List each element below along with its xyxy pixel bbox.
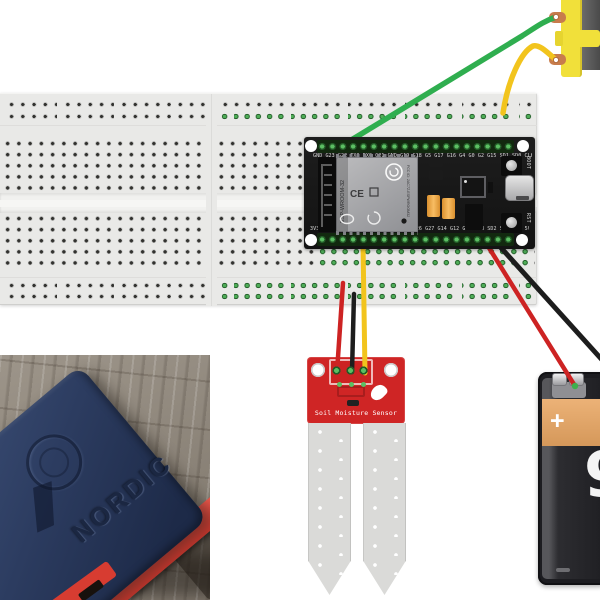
dc-motor-shaft-nub	[555, 31, 563, 46]
sensor-pad	[337, 382, 342, 387]
sensor-pad	[361, 382, 366, 387]
sensor-connector-lower	[337, 386, 365, 397]
module-castellated-pads-bottom	[336, 231, 418, 235]
transistor	[429, 157, 443, 167]
breadboard-divider-bottom	[0, 277, 537, 278]
weee-bin-icon	[369, 187, 379, 197]
espressif-oval-logo-icon	[339, 213, 355, 225]
module-name-text: ESP-WROOM-32	[340, 180, 346, 223]
sensor-pin-sig	[359, 366, 368, 375]
ce-mark-text: CE	[350, 189, 364, 200]
breadboard-rail-group-gaps	[6, 100, 532, 121]
micro-usb-port	[505, 175, 534, 201]
smd-component	[488, 182, 493, 193]
esp32-pin-labels-bottom: 3V3 EN VP VN G34 G35 G32 G33 G25 G26 G27…	[310, 226, 529, 232]
red-wire-esp32-to-battery	[483, 240, 578, 389]
dc-motor-mount-tab	[574, 30, 600, 47]
esp32-antenna	[318, 157, 336, 232]
yellow-wire-esp32-to-sensor	[360, 240, 368, 376]
espressif-wifi-logo-icon	[385, 163, 403, 181]
nordic-box-photo: NORDIC	[0, 355, 210, 600]
chip-die	[462, 178, 484, 196]
red-wire-rail-to-sensor	[334, 280, 346, 375]
sensor-prong-right	[363, 423, 406, 595]
sensor-pin-vcc	[332, 366, 341, 375]
usb-slot	[516, 196, 529, 200]
esp32-pin-header-bottom	[317, 233, 514, 246]
esp32-devkit-board: GND G23 G22 TX0 RX0 G21 GND G19 G18 G5 G…	[304, 137, 535, 249]
yellow-wire-motor-to-rail	[500, 42, 559, 116]
voltage-regulator	[465, 204, 483, 230]
reset-button-label: RST	[525, 213, 531, 223]
esp-wroom-32-module: ESP-WROOM-32 CE FCC ID: 2AC7Z-ESPWROOM32	[336, 157, 418, 232]
green-wire-motor-to-esp32	[345, 14, 559, 145]
breadboard-channel-groove	[0, 200, 537, 207]
esp32-mount-hole	[305, 234, 317, 246]
motor-terminal-hole-bottom	[552, 56, 560, 64]
black-wire-rail-to-sensor	[349, 291, 357, 375]
antenna-trace	[321, 164, 332, 227]
sensor-pad	[349, 382, 354, 387]
sensor-mount-hole-right	[384, 363, 398, 377]
sensor-pin-gnd	[346, 366, 355, 375]
breadboard-grid-lower-connected	[317, 246, 533, 269]
espressif-wifi-logo-inner	[389, 167, 399, 177]
battery-wire-junction-dot	[571, 382, 579, 390]
esp32-mount-hole	[516, 234, 528, 246]
capacitor	[442, 198, 455, 219]
esp32-mount-hole	[305, 140, 317, 152]
capacitor	[427, 195, 440, 217]
motor-terminal-hole-top	[552, 13, 560, 21]
sensor-silkscreen-label: Soil Moisture Sensor	[314, 409, 398, 417]
breadboard-divider-top	[0, 125, 537, 126]
battery-voltage-digit: 9	[584, 438, 600, 511]
battery-label-band: +	[542, 399, 600, 446]
esp32-pin-header-top	[317, 140, 514, 153]
module-label-strip	[336, 157, 348, 232]
boot-button	[501, 156, 522, 176]
module-castellated-pads-top	[336, 154, 418, 158]
reset-button	[501, 213, 522, 233]
battery-bottom-mark	[556, 568, 570, 572]
module-test-dot	[401, 218, 407, 224]
esp32-pin-labels-top: GND G23 G22 TX0 RX0 G21 GND G19 G18 G5 G…	[313, 153, 532, 159]
breadboard-seam-line	[211, 94, 212, 306]
boot-button-label: BOOT	[525, 156, 531, 170]
battery-negative-terminal	[552, 373, 567, 386]
transistor	[429, 170, 443, 180]
sensor-component	[347, 400, 359, 406]
esp32-mount-hole	[517, 140, 529, 152]
nine-volt-battery: + 9	[538, 372, 600, 585]
battery-plus-sign: +	[550, 407, 565, 435]
soil-moisture-sensor-board: Soil Moisture Sensor	[307, 357, 405, 424]
breadboard-rail-group-gaps	[6, 281, 532, 301]
black-wire-esp32-to-battery	[491, 237, 600, 362]
sensor-mount-hole-left	[311, 363, 325, 377]
chip-pin1-dot	[464, 180, 467, 183]
fcc-id-text: FCC ID: 2AC7Z-ESPWROOM32	[406, 165, 410, 217]
sensor-prong-left	[308, 423, 351, 595]
usb-uart-chip	[460, 176, 486, 198]
swirl-logo-icon	[367, 211, 381, 225]
